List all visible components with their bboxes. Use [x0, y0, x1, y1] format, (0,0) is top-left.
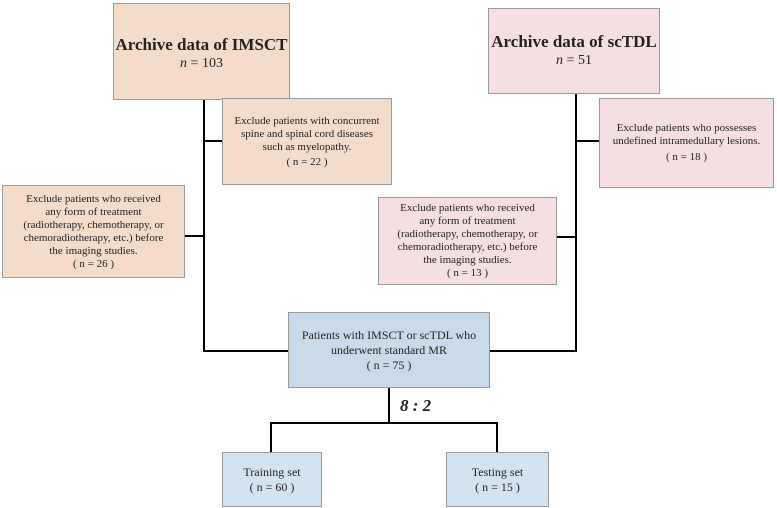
archive-imsct-box: Archive data of IMSCT n = 103: [113, 3, 290, 100]
combined-text-line: Patients with IMSCT or scTDL who: [301, 327, 477, 342]
exclude-text-line: the imaging studies.: [423, 254, 512, 266]
training-drop-line: [270, 422, 272, 452]
sctdl-exclude-lesion-box: Exclude patients who possesses undefined…: [599, 98, 774, 188]
archive-sctdl-box: Archive data of scTDL n = 51: [488, 8, 660, 94]
exclude-text-line: Exclude patients with concurrent: [234, 114, 380, 127]
archive-imsct-count: n = 103: [180, 55, 223, 71]
right-merge-line: [490, 350, 577, 352]
exclude-count: ( n = 26 ): [72, 257, 115, 270]
exclude-text-line: spine and spinal cord diseases: [241, 127, 373, 140]
archive-imsct-title: Archive data of IMSCT: [115, 34, 288, 54]
exclude-text-line: (radiotherapy, chemotherapy, or: [397, 228, 538, 240]
testing-set-label: Testing set: [471, 464, 524, 479]
exclude-count: ( n = 13 ): [446, 267, 489, 279]
right-branch-exclude-1: [575, 140, 599, 142]
testing-set-box: Testing set ( n = 15 ): [446, 452, 549, 507]
training-set-count: ( n = 60 ): [249, 479, 295, 494]
split-vertical-line: [388, 388, 390, 424]
exclude-text-line: chemoradiotherapy, etc.) before: [397, 241, 538, 253]
combined-text-line: underwent standard MR: [331, 342, 447, 357]
training-set-box: Training set ( n = 60 ): [222, 452, 322, 507]
exclude-text-line: undefined intramedullary lesions.: [612, 135, 761, 147]
testing-drop-line: [496, 422, 498, 452]
archive-sctdl-count: n = 51: [556, 53, 592, 68]
exclude-text-line: (radiotherapy, chemotherapy, or: [23, 218, 164, 231]
split-ratio-label: 8 : 2: [400, 396, 432, 415]
exclude-text-line: Exclude patients who possesses: [616, 122, 757, 134]
training-set-label: Training set: [243, 464, 301, 479]
exclude-text-line: chemoradiotherapy, etc.) before: [23, 231, 164, 244]
left-trunk-line: [203, 100, 205, 352]
exclude-text-line: Exclude patients who received: [26, 192, 161, 205]
exclude-text-line: Exclude patients who received: [400, 202, 535, 214]
left-branch-exclude-2: [185, 235, 205, 237]
left-merge-line: [203, 350, 288, 352]
split-horizontal-line: [270, 422, 498, 424]
left-branch-exclude-1: [203, 140, 223, 142]
exclude-count: ( n = 22 ): [286, 155, 328, 168]
archive-sctdl-title: Archive data of scTDL: [491, 32, 657, 51]
right-trunk-line: [575, 94, 577, 352]
combined-cohort-box: Patients with IMSCT or scTDL who underwe…: [288, 312, 490, 388]
imsct-exclude-comorbid-box: Exclude patients with concurrent spine a…: [222, 98, 392, 185]
exclude-text-line: such as myelopathy.: [262, 140, 352, 153]
testing-set-count: ( n = 15 ): [475, 479, 520, 494]
exclude-text-line: any form of treatment: [45, 205, 142, 218]
exclude-text-line: any form of treatment: [419, 215, 516, 227]
combined-count: ( n = 75 ): [366, 357, 412, 372]
exclude-count: ( n = 18 ): [665, 151, 708, 163]
right-branch-exclude-2: [557, 236, 577, 238]
exclude-text-line: the imaging studies.: [49, 244, 138, 257]
sctdl-exclude-treatment-box: Exclude patients who received any form o…: [378, 197, 557, 285]
imsct-exclude-treatment-box: Exclude patients who received any form o…: [2, 185, 185, 278]
